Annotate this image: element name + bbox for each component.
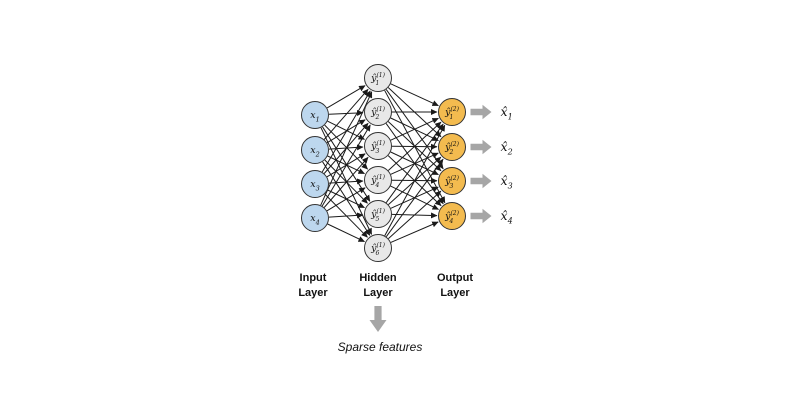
output-arrow-3 bbox=[470, 173, 492, 189]
node-label: ŷ(1)6 bbox=[370, 242, 386, 257]
output-arrow-1 bbox=[470, 104, 492, 120]
connection-edge bbox=[328, 212, 364, 219]
input-nodes: x1 x2 x3 x4 bbox=[301, 101, 329, 232]
hidden-node-3 bbox=[364, 132, 392, 160]
node-label: ŷ(2)2 bbox=[444, 141, 460, 156]
connection-edge bbox=[388, 190, 442, 239]
node-label: ŷ(1)3 bbox=[370, 140, 386, 155]
sparse-features-arrow bbox=[369, 306, 387, 332]
output-node-2 bbox=[438, 133, 466, 161]
output-node-1 bbox=[438, 98, 466, 126]
connection-edge bbox=[321, 90, 371, 173]
connection-edge bbox=[323, 156, 369, 208]
connection-edge bbox=[321, 124, 371, 207]
reconstruction-label-2: x̂2 bbox=[501, 139, 513, 157]
hidden-node-1 bbox=[364, 64, 392, 92]
output-layer-label-line2: Layer bbox=[440, 287, 470, 299]
input-node-1 bbox=[301, 101, 329, 129]
node-label: ŷ(2)1 bbox=[444, 106, 460, 121]
hidden-layer-label-line2: Layer bbox=[363, 287, 393, 299]
node-label: ŷ(2)4 bbox=[444, 210, 460, 225]
input-layer-label-line2: Layer bbox=[298, 287, 328, 299]
connection-edge bbox=[324, 124, 368, 170]
input-node-3 bbox=[301, 170, 329, 198]
node-label: x4 bbox=[310, 213, 320, 227]
connection-edge bbox=[327, 120, 365, 140]
node-label: x2 bbox=[310, 145, 320, 159]
node-label: ŷ(1)4 bbox=[370, 174, 386, 189]
connection-edge bbox=[323, 88, 369, 140]
input-node-2 bbox=[301, 136, 329, 164]
output-arrow-4 bbox=[470, 208, 492, 224]
connection-edge bbox=[385, 158, 444, 237]
input-layer-label-line1: Input bbox=[300, 272, 327, 284]
edges-hidden-output bbox=[384, 83, 446, 243]
connection-edge bbox=[326, 85, 366, 109]
connection-edge bbox=[390, 117, 439, 141]
node-label: ŷ(1)5 bbox=[370, 208, 386, 223]
output-node-3 bbox=[438, 167, 466, 195]
hidden-node-4 bbox=[364, 166, 392, 194]
hidden-nodes: ŷ(1)1 ŷ(1)2 ŷ(1)3 ŷ(1)4 ŷ(1)5 ŷ(1)6 bbox=[364, 64, 392, 262]
reconstruction-label-3: x̂3 bbox=[501, 173, 513, 191]
connection-edge bbox=[326, 187, 366, 212]
hidden-node-6 bbox=[364, 234, 392, 262]
output-nodes: ŷ(2)1 ŷ(2)2 ŷ(2)3 ŷ(2)4 bbox=[438, 98, 466, 230]
connection-edge bbox=[320, 91, 373, 206]
output-arrow-2 bbox=[470, 139, 492, 155]
hidden-node-5 bbox=[364, 200, 392, 228]
connection-edge bbox=[384, 124, 446, 236]
connection-edge bbox=[327, 223, 365, 243]
node-label: ŷ(1)2 bbox=[370, 106, 386, 121]
hidden-node-2 bbox=[364, 98, 392, 126]
connection-edge bbox=[387, 121, 442, 171]
reconstruction-label-4: x̂4 bbox=[501, 208, 513, 226]
edges-input-hidden bbox=[320, 85, 373, 243]
connection-edge bbox=[390, 83, 439, 107]
output-layer-label-line1: Output bbox=[437, 272, 473, 284]
node-label: x1 bbox=[310, 110, 320, 124]
node-label: ŷ(2)3 bbox=[444, 175, 460, 190]
node-label: ŷ(1)1 bbox=[370, 72, 386, 87]
input-node-4 bbox=[301, 204, 329, 232]
connection-edge bbox=[385, 123, 444, 203]
connection-edge bbox=[390, 221, 439, 243]
output-node-4 bbox=[438, 202, 466, 230]
node-label: x3 bbox=[310, 179, 320, 193]
reconstruction-label-1: x̂1 bbox=[501, 104, 513, 122]
sparse-features-label: Sparse features bbox=[338, 340, 423, 354]
hidden-layer-label-line1: Hidden bbox=[359, 272, 397, 284]
